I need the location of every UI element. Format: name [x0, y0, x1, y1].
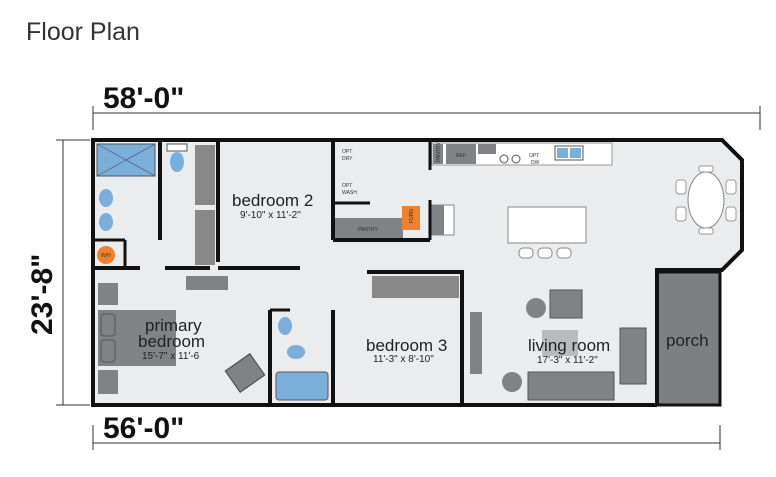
bottom-dimension: 56'-0" [103, 412, 184, 445]
bedroom-2-size: 9'-10" x 11'-2" [240, 210, 301, 221]
bar-stools [518, 247, 572, 259]
opt-wash-label: WASH [342, 190, 357, 196]
primary-bedroom-size: 15'-7" x 11'-6 [142, 351, 200, 362]
toilet [170, 152, 184, 172]
furnace-label: FURN [409, 209, 415, 223]
living-room-size: 17'-3" x 11'-2" [537, 355, 598, 366]
stove [499, 154, 509, 164]
bedroom-3-size: 11'-3" x 8'-10" [373, 354, 434, 365]
sofa [527, 371, 615, 401]
kitchen-island [507, 206, 587, 244]
dining-chairs [675, 165, 737, 235]
primary-bedroom-label: primary [145, 316, 202, 335]
refrigerator [446, 144, 476, 164]
porch-label: porch [666, 331, 709, 350]
opt-wash-label: OPT [342, 183, 352, 189]
side-table [502, 372, 522, 392]
bed [98, 310, 176, 366]
nightstand [98, 370, 118, 394]
furnace [402, 206, 420, 230]
primary-bedroom-label: bedroom [138, 332, 205, 351]
toilet [287, 345, 305, 359]
pantry-small-label: PANTRY [436, 142, 442, 162]
bedroom-2-label: bedroom 2 [232, 191, 313, 210]
opt-dw-label: DW [531, 160, 540, 166]
loveseat [619, 327, 647, 385]
nightstand [98, 283, 118, 305]
dining-table [687, 171, 725, 229]
armchair [224, 353, 266, 393]
armchair [549, 289, 583, 319]
porch-area [657, 272, 720, 405]
bathtub [275, 371, 329, 401]
opt-dw-label: OPT [529, 153, 539, 159]
dimension-lines [56, 106, 761, 450]
sink [278, 317, 292, 335]
closet [195, 210, 215, 265]
bedroom-3-label: bedroom 3 [366, 336, 447, 355]
ref-label: REF [456, 153, 466, 159]
left-dimension: 23'-8" [26, 254, 59, 335]
top-dimension: 58'-0" [103, 82, 184, 115]
coffee-table [542, 330, 578, 356]
side-table [526, 298, 546, 318]
closet [195, 145, 215, 205]
sink [99, 189, 113, 207]
pantry [335, 218, 403, 238]
closet [372, 276, 459, 298]
water-heater-label: W/H [101, 253, 111, 259]
opt-dry-label: DRY [342, 156, 353, 162]
sink [99, 213, 113, 231]
page-title: Floor Plan [26, 18, 140, 46]
water-heater [97, 246, 115, 264]
walls [91, 138, 744, 407]
opt-dry-label: OPT [342, 149, 352, 155]
living-room-label: living room [528, 336, 610, 355]
dresser [186, 276, 228, 290]
tv-stand [470, 312, 482, 374]
pantry-label: PANTRY [358, 227, 378, 233]
